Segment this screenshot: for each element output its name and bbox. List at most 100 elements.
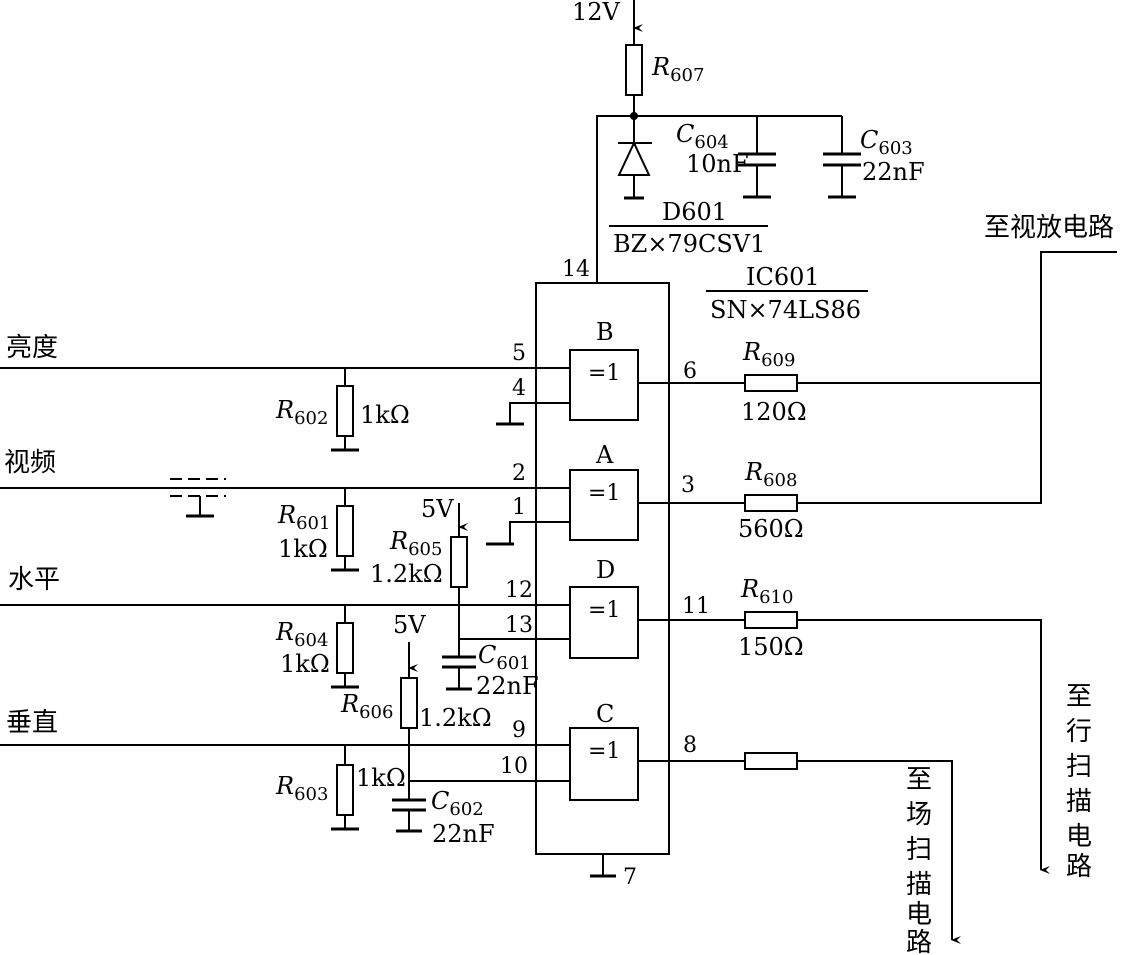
supply-12v-label: 12V bbox=[572, 0, 621, 26]
r610-value: 150Ω bbox=[738, 633, 804, 661]
wire-video-amp-out bbox=[797, 251, 1117, 504]
gate-b-label: B bbox=[596, 318, 614, 346]
gate-d-label: D bbox=[596, 556, 615, 584]
resistor-r603 bbox=[336, 764, 354, 816]
field-scan-char: 描 bbox=[906, 870, 932, 900]
r605-label: R605 bbox=[389, 527, 442, 560]
resistor-r605 bbox=[450, 536, 468, 588]
c604-label: C604 bbox=[676, 120, 729, 153]
line-scan-char: 扫 bbox=[1066, 752, 1092, 782]
r610-label: R610 bbox=[740, 575, 793, 608]
r609-label: R609 bbox=[742, 338, 795, 371]
capacitor-c602 bbox=[392, 781, 426, 833]
output-line-scan-label: 至 行 扫 描 电 路 bbox=[1066, 682, 1092, 882]
gate-c-body bbox=[569, 727, 639, 801]
wire-pin1-gnd bbox=[509, 521, 570, 544]
field-scan-char: 场 bbox=[906, 800, 932, 830]
gate-c-func: =1 bbox=[588, 739, 620, 764]
capacitor-c603 bbox=[823, 116, 861, 199]
gate-d: D =1 12 13 11 bbox=[505, 556, 710, 659]
r608-value: 560Ω bbox=[738, 515, 804, 543]
supply-section: 12V R607 D601 BZ×79CSV1 C604 10nF bbox=[572, 0, 925, 283]
resistor-r610 bbox=[744, 611, 798, 629]
input-horizontal-label: 水平 bbox=[8, 565, 60, 595]
line-scan-char: 电 bbox=[1066, 822, 1092, 852]
c604-value: 10nF bbox=[686, 150, 749, 178]
line-scan-char: 描 bbox=[1066, 787, 1092, 817]
d601-part: BZ×79CSV1 bbox=[613, 230, 765, 258]
r603-value: 1kΩ bbox=[356, 764, 406, 792]
pin-3-label: 3 bbox=[681, 473, 695, 498]
gate-a-label: A bbox=[595, 441, 614, 469]
ic601: 14 7 IC601 SN×74LS86 bbox=[535, 257, 868, 890]
wire-field-scan-out bbox=[797, 760, 961, 944]
shield-ground-symbol bbox=[170, 478, 226, 518]
line-scan-char: 路 bbox=[1066, 852, 1092, 882]
pin-7-label: 7 bbox=[623, 865, 637, 890]
capacitor-c604 bbox=[738, 116, 776, 199]
pin-12-label: 12 bbox=[505, 578, 533, 603]
gate-a: A =1 2 1 3 bbox=[486, 441, 695, 546]
gate-c: C =1 9 10 8 bbox=[500, 700, 697, 801]
r606-value: 1.2kΩ bbox=[419, 704, 492, 732]
r602-value: 1kΩ bbox=[360, 401, 410, 429]
pin-14-label: 14 bbox=[562, 257, 590, 282]
gate-a-body bbox=[569, 469, 639, 541]
wire-line-scan-out bbox=[797, 619, 1050, 874]
pin-13-label: 13 bbox=[505, 613, 533, 638]
r604-value: 1kΩ bbox=[280, 650, 330, 678]
c603-value: 22nF bbox=[862, 158, 925, 186]
resistor-r609 bbox=[744, 374, 798, 392]
resistor-unlabeled bbox=[744, 752, 798, 770]
resistor-r601 bbox=[336, 505, 354, 557]
r607-label: R607 bbox=[651, 53, 704, 86]
ic601-name: IC601 bbox=[746, 263, 820, 291]
pin-1-label: 1 bbox=[512, 495, 526, 520]
resistor-r608 bbox=[744, 494, 798, 512]
line-scan-char: 行 bbox=[1066, 717, 1092, 747]
c601-value: 22nF bbox=[476, 672, 539, 700]
r604-label: R604 bbox=[275, 618, 328, 651]
gate-b: B =1 5 4 6 bbox=[496, 318, 697, 426]
pin-8-label: 8 bbox=[683, 733, 697, 758]
r608-label: R608 bbox=[744, 458, 797, 491]
input-brightness-label: 亮度 bbox=[6, 333, 58, 363]
r606-label: R606 bbox=[340, 690, 393, 723]
r602-label: R602 bbox=[275, 396, 328, 429]
resistor-r607 bbox=[625, 44, 643, 96]
r605-value: 1.2kΩ bbox=[370, 560, 443, 588]
pin-2-label: 2 bbox=[512, 461, 526, 486]
gate-b-func: =1 bbox=[588, 361, 620, 386]
c601-label: C601 bbox=[478, 641, 531, 674]
r601-label: R601 bbox=[277, 501, 330, 534]
capacitor-c601 bbox=[442, 639, 476, 691]
pin-11-label: 11 bbox=[682, 594, 710, 619]
pin-9-label: 9 bbox=[512, 718, 526, 743]
field-scan-char: 至 bbox=[906, 765, 932, 795]
input-vertical-label: 垂直 bbox=[6, 708, 58, 738]
gate-a-func: =1 bbox=[588, 481, 620, 506]
r601-value: 1kΩ bbox=[278, 535, 328, 563]
field-scan-char: 扫 bbox=[906, 835, 932, 865]
input-video-label: 视频 bbox=[4, 448, 56, 478]
d601-name: D601 bbox=[662, 198, 727, 226]
pin-6-label: 6 bbox=[683, 359, 697, 384]
supply-5v-b-label: 5V bbox=[393, 611, 426, 639]
field-scan-char: 路 bbox=[906, 928, 932, 955]
pin-10-label: 10 bbox=[500, 754, 528, 779]
c603-label: C603 bbox=[860, 126, 913, 159]
output-field-scan-label: 至 场 扫 描 电 路 bbox=[906, 765, 932, 955]
gate-d-body bbox=[569, 586, 639, 659]
pin-4-label: 4 bbox=[512, 376, 526, 401]
field-scan-char: 电 bbox=[906, 900, 932, 930]
wire-vcc-rail bbox=[596, 115, 842, 283]
resistor-r606 bbox=[400, 677, 418, 729]
line-scan-char: 至 bbox=[1066, 682, 1092, 712]
wire-pin10 bbox=[408, 728, 570, 782]
gate-d-func: =1 bbox=[588, 598, 620, 623]
supply-5v-a-label: 5V bbox=[421, 495, 454, 523]
resistor-r602 bbox=[336, 385, 354, 437]
gate-c-label: C bbox=[596, 700, 614, 728]
resistor-r604 bbox=[336, 622, 354, 674]
